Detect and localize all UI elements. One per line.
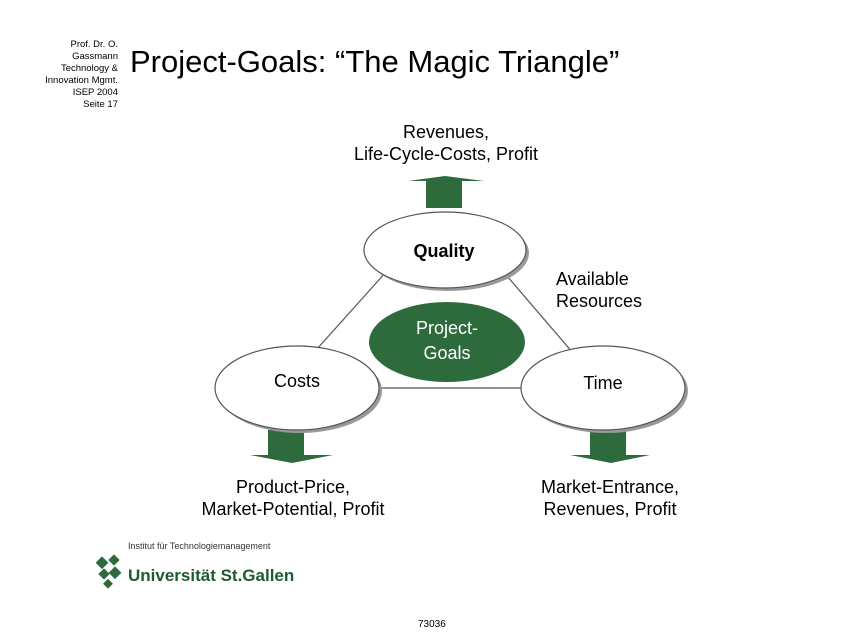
arrow-down-right-icon xyxy=(570,430,650,463)
outcome-top-line2: Life-Cycle-Costs, Profit xyxy=(353,144,539,164)
outcome-left-line1: Product-Price, xyxy=(235,477,351,497)
meta-line: Seite 17 xyxy=(83,99,118,110)
meta-line: Technology & xyxy=(60,63,118,74)
edge-label-line1: Available xyxy=(556,269,629,289)
edge-label-available-resources: Available Resources xyxy=(556,268,656,312)
university-logo-icon xyxy=(95,554,122,589)
node-center-label-2: Goals xyxy=(423,343,470,363)
logo-caption: Institut für Technologiemanagement xyxy=(128,541,271,551)
logo-name: Universität St.Gallen xyxy=(128,566,295,585)
slide-code: 73036 xyxy=(418,619,446,630)
meta-line: Prof. Dr. O. xyxy=(70,39,118,50)
node-quality xyxy=(363,211,527,289)
outcome-right-line1: Market-Entrance, xyxy=(540,477,680,497)
node-center xyxy=(369,302,525,382)
meta-line: ISEP 2004 xyxy=(72,87,118,98)
presenter-info: Prof. Dr. O. Gassmann Technology & Innov… xyxy=(20,39,118,111)
edge-label-line2: Resources xyxy=(556,291,643,311)
arrow-up-icon xyxy=(408,176,484,208)
outcome-right-line2: Revenues, Profit xyxy=(543,499,677,519)
meta-line: Gassmann xyxy=(72,51,118,62)
node-costs xyxy=(214,345,380,431)
meta-line: Innovation Mgmt. xyxy=(45,75,118,86)
arrow-down-left-icon xyxy=(250,430,333,463)
node-time xyxy=(520,345,686,431)
node-center-label-1: Project- xyxy=(416,318,478,338)
outcome-left-label: Product-Price, Market-Potential, Profit xyxy=(190,476,396,520)
outcome-right-label: Market-Entrance, Revenues, Profit xyxy=(510,476,710,520)
node-time-label: Time xyxy=(583,373,622,393)
outcome-top-line1: Revenues, xyxy=(402,122,490,142)
outcome-top-label: Revenues, Life-Cycle-Costs, Profit xyxy=(343,121,549,165)
slide-title: Project-Goals: “The Magic Triangle” xyxy=(130,44,620,79)
node-costs-label: Costs xyxy=(274,371,320,391)
node-quality-label: Quality xyxy=(413,241,474,261)
outcome-left-line2: Market-Potential, Profit xyxy=(201,499,385,519)
